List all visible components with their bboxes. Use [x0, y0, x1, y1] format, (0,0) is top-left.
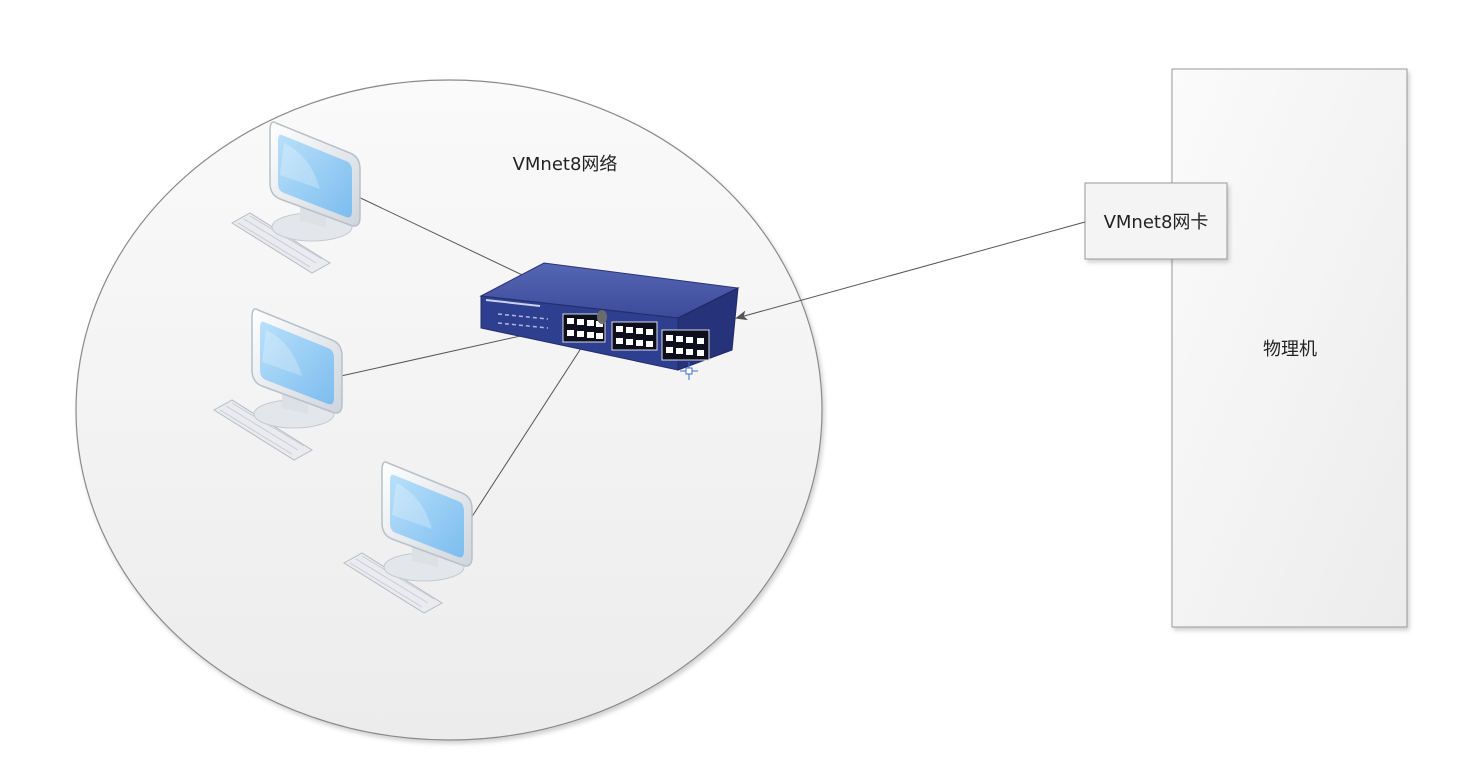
network-switch-icon[interactable]	[479, 262, 740, 371]
vmnet8-nic-box[interactable]	[1084, 182, 1228, 260]
host-label: 物理机	[1263, 339, 1317, 360]
vmnet8-network-region	[75, 79, 823, 741]
network-label: VMnet8网络	[513, 154, 618, 175]
connector-computer-3-switch	[461, 321, 599, 533]
connector-nic-switch-arrow	[735, 221, 1086, 321]
nic-label: VMnet8网卡	[1104, 212, 1209, 233]
physical-host-box[interactable]	[1171, 68, 1408, 628]
selection-handle-icon[interactable]	[680, 362, 698, 380]
